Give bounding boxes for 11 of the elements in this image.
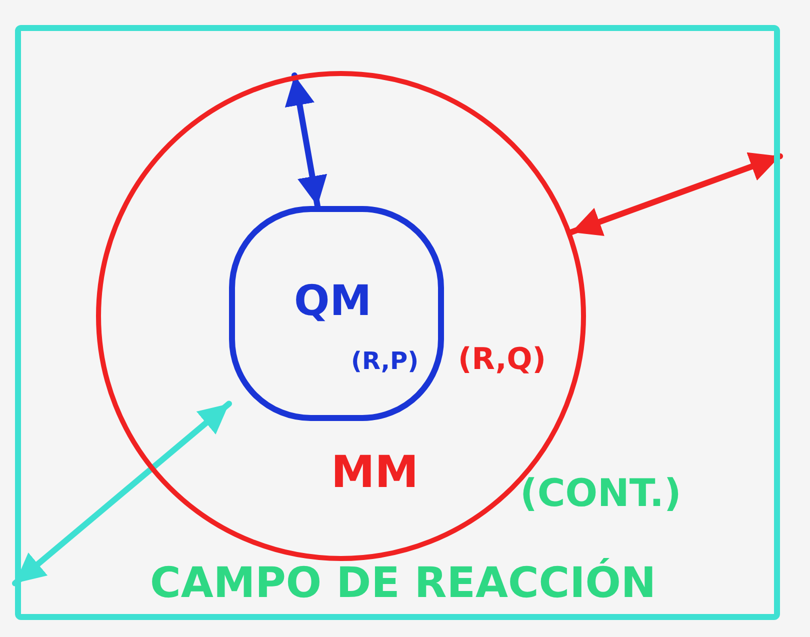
core-region-blob (229, 206, 444, 421)
region-title: MM (331, 449, 419, 498)
region-label: (R,Q) (458, 343, 546, 376)
note-text: (CONT.) (520, 473, 682, 515)
double-arrow (12, 400, 232, 586)
double-arrow (284, 72, 328, 209)
frame-title: CAMPO DE REACCIÓN (150, 560, 656, 606)
frame-box (15, 25, 780, 620)
double-arrow (568, 152, 783, 236)
core-title: QM (294, 278, 372, 324)
core-label: (R,P) (351, 348, 419, 374)
